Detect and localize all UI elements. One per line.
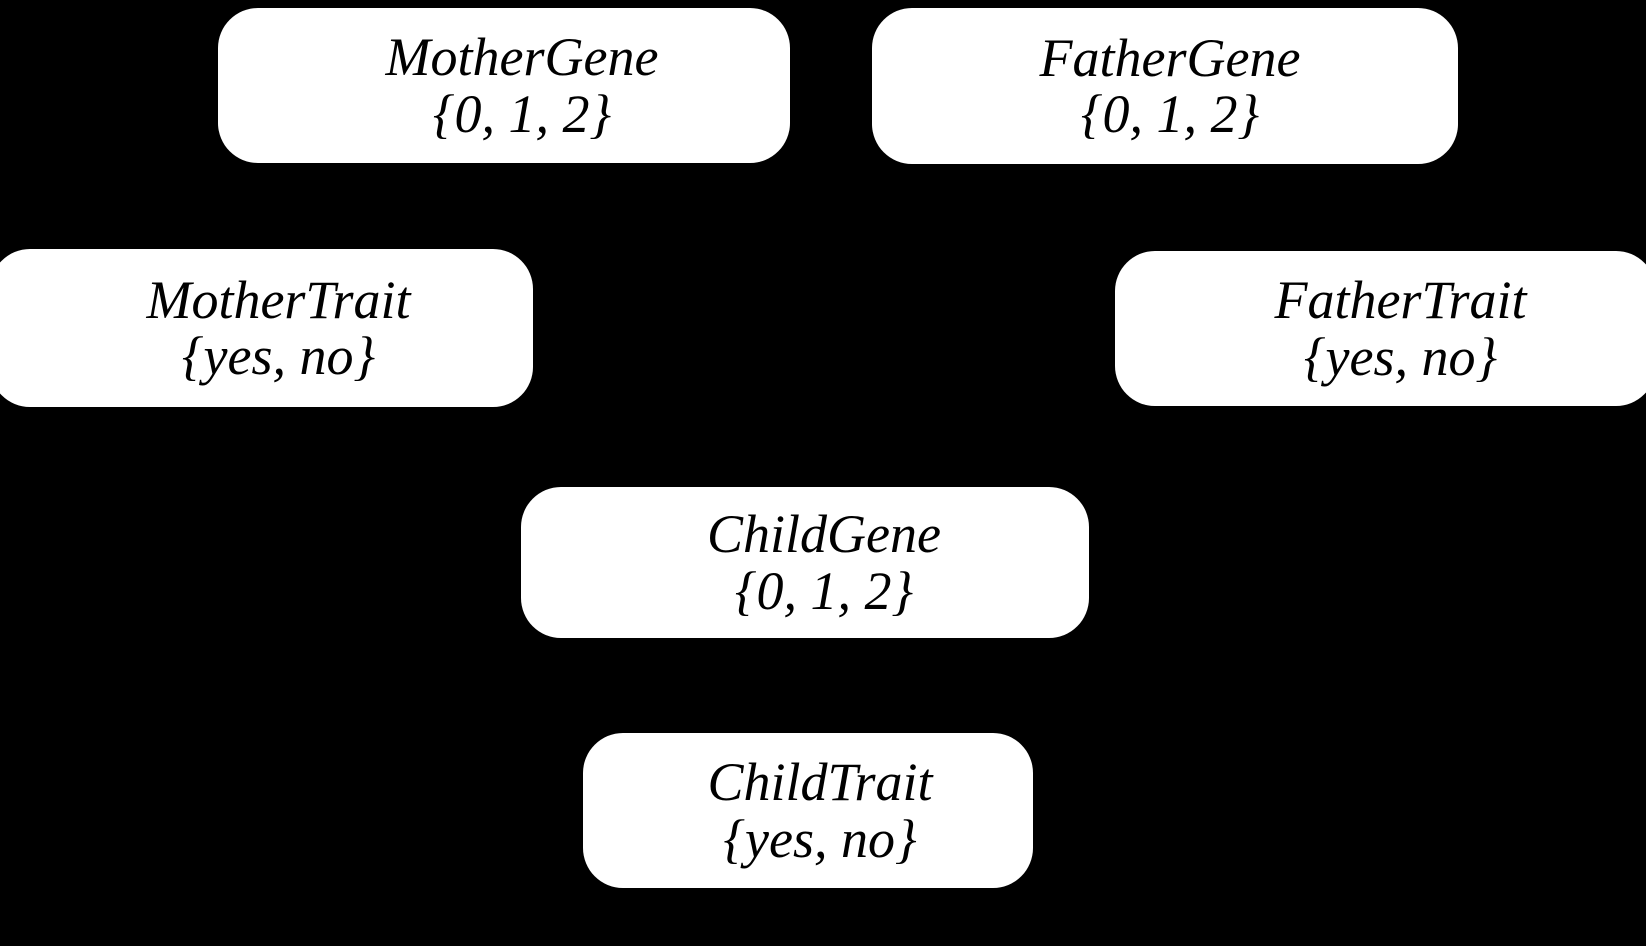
node-father-trait-text: FatherTrait {yes, no} [1244,272,1526,384]
node-child-gene[interactable]: ChildGene {0, 1, 2} [521,487,1089,638]
node-child-trait-domain: {yes, no} [723,808,917,869]
node-child-gene-name: ChildGene [707,504,941,565]
node-mother-trait-domain: {yes, no} [181,326,376,386]
node-child-trait[interactable]: ChildTrait {yes, no} [583,733,1033,888]
node-mother-trait[interactable]: MotherTrait {yes, no} [0,249,533,407]
node-child-trait-text: ChildTrait {yes, no} [683,754,932,866]
node-mother-gene-name: MotherGene [385,27,659,88]
node-mother-gene[interactable]: MotherGene {0, 1, 2} [218,8,790,163]
node-father-trait-name: FatherTrait [1274,270,1527,331]
node-child-gene-domain: {0, 1, 2} [734,560,914,621]
node-father-gene-domain: {0, 1, 2} [1080,84,1260,144]
node-mother-gene-text: MotherGene {0, 1, 2} [350,29,659,141]
node-mother-trait-text: MotherTrait {yes, no} [112,272,410,384]
node-father-trait[interactable]: FatherTrait {yes, no} [1115,251,1646,406]
node-father-gene-text: FatherGene {0, 1, 2} [1030,30,1301,142]
node-mother-gene-domain: {0, 1, 2} [432,83,612,144]
node-child-gene-text: ChildGene {0, 1, 2} [669,506,941,618]
node-father-gene-name: FatherGene [1039,27,1301,88]
node-child-trait-name: ChildTrait [707,752,933,813]
node-mother-trait-name: MotherTrait [146,269,411,330]
node-father-trait-domain: {yes, no} [1303,326,1498,387]
node-father-gene[interactable]: FatherGene {0, 1, 2} [872,8,1458,164]
